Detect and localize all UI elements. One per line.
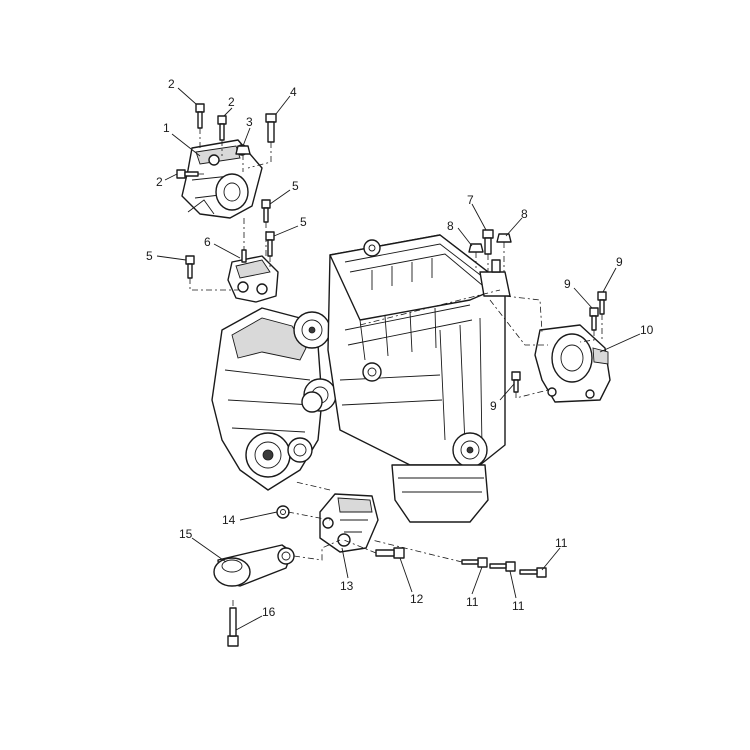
callout-11-mid: 11	[512, 599, 525, 613]
callout-9-top: 9	[616, 255, 623, 269]
callout-2-side: 2	[156, 175, 163, 189]
right-mount-bracket	[479, 259, 611, 403]
callout-9-mid: 9	[564, 277, 571, 291]
callout-12: 12	[410, 592, 424, 606]
callout-1: 1	[163, 121, 170, 135]
callout-3: 3	[246, 115, 253, 129]
callout-8-right: 8	[521, 207, 528, 221]
callout-6: 6	[204, 235, 211, 249]
callout-11-right: 11	[555, 536, 568, 550]
callout-10: 10	[640, 323, 654, 337]
callout-5-b: 5	[300, 215, 307, 229]
fasteners	[176, 103, 607, 647]
left-mount-insulator	[227, 249, 279, 303]
callout-13: 13	[340, 579, 354, 593]
callout-labels: 1 2 2 2 3 4 5 5 5 6 7 8 8 9 9 9 10 11 11…	[146, 77, 654, 619]
alignment-lines	[189, 128, 603, 608]
callout-2-top: 2	[168, 77, 175, 91]
leader-lines	[156, 87, 641, 631]
callout-8-left: 8	[447, 219, 454, 233]
rear-mount-bracket	[319, 493, 379, 553]
torque-strut	[213, 544, 295, 587]
washer	[276, 505, 290, 519]
callout-5-a: 5	[292, 179, 299, 193]
callout-7: 7	[467, 193, 474, 207]
callout-14: 14	[222, 513, 236, 527]
callout-5-c: 5	[146, 249, 153, 263]
callout-11-left: 11	[466, 595, 479, 609]
callout-16: 16	[262, 605, 276, 619]
callout-15: 15	[179, 527, 193, 541]
callout-9-low: 9	[490, 399, 497, 413]
left-mount-bracket	[181, 139, 263, 219]
callout-4: 4	[290, 85, 297, 99]
engine-assembly	[211, 234, 506, 523]
callout-2-upper: 2	[228, 95, 235, 109]
